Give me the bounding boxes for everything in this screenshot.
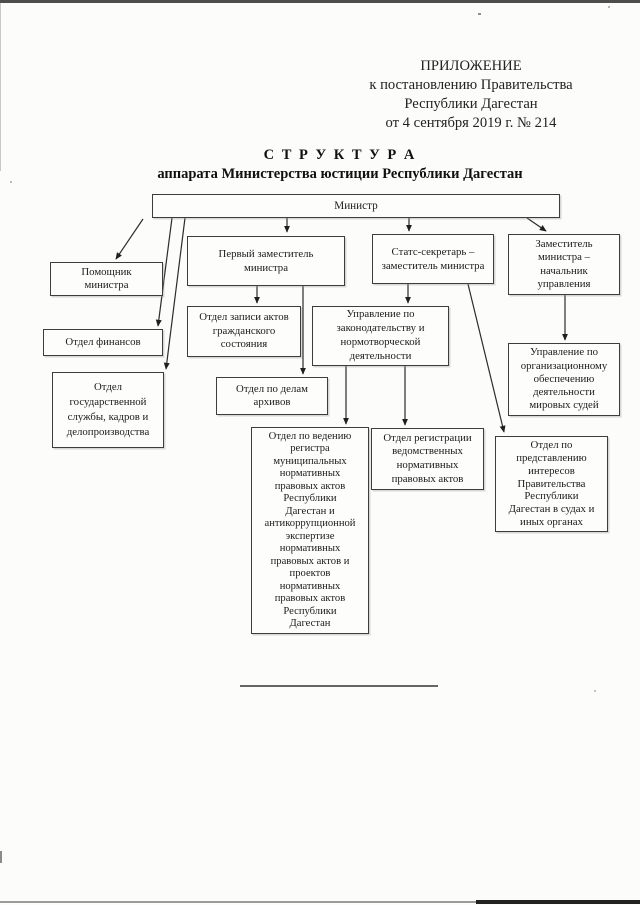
scan-speckle — [594, 690, 596, 692]
annex-header-line: от 4 сентября 2019 г. № 214 — [385, 115, 557, 131]
footnote-rule — [240, 685, 438, 687]
page-title: С Т Р У К Т У Р А — [263, 147, 417, 163]
org-box-law-directorate: Управление по законодательству и нормотв… — [312, 306, 449, 366]
annex-header-line: ПРИЛОЖЕНИЕ — [420, 58, 522, 74]
annex-header-line: к постановлению Правительства — [369, 77, 573, 93]
scan-edge-bottom-light — [0, 901, 640, 903]
org-box-zags-dept: Отдел записи актов гражданского состояни… — [187, 306, 301, 357]
scan-edge-bottom-dark — [476, 899, 640, 904]
page-subtitle: аппарата Министерства юстиции Республики… — [157, 166, 523, 182]
line-minister-to-deputy-head — [526, 217, 547, 232]
org-box-justices-of-peace-directorate: Управление по организационному обеспечен… — [508, 343, 620, 416]
line-minister-to-assistant — [115, 218, 144, 260]
line-minister-to-civil-service — [163, 217, 186, 370]
org-box-assistant-minister: Помощник министра — [50, 262, 163, 296]
scan-speckle — [478, 13, 481, 15]
scan-speckle — [608, 6, 610, 8]
org-box-government-interests-dept: Отдел по представлению интересов Правите… — [495, 436, 608, 532]
org-box-municipal-registry-dept: Отдел по ведению регистра муниципальных … — [251, 427, 369, 634]
scan-edge-left — [0, 3, 1, 171]
scan-speckle — [10, 181, 12, 183]
line-state-secretary-to-interests — [467, 283, 506, 433]
org-box-archives-dept: Отдел по делам архивов — [216, 377, 328, 415]
org-box-minister: Министр — [152, 194, 560, 218]
scan-tick-left — [0, 851, 2, 863]
org-box-state-secretary: Статс-секретарь – заместитель министра — [372, 234, 494, 284]
org-box-civil-service-dept: Отдел государственной службы, кадров и д… — [52, 372, 164, 448]
org-box-first-deputy-minister: Первый заместитель министра — [187, 236, 345, 286]
annex-header: ПРИЛОЖЕНИЕ к постановлению Правительства… — [358, 57, 584, 133]
org-box-deputy-minister-head: Заместитель министра – начальник управле… — [508, 234, 620, 295]
org-box-departmental-acts-dept: Отдел регистрации ведомственных норматив… — [371, 428, 484, 490]
scan-edge-top — [0, 0, 640, 3]
org-box-finance-dept: Отдел финансов — [43, 329, 163, 356]
annex-header-line: Республики Дагестан — [404, 96, 538, 112]
